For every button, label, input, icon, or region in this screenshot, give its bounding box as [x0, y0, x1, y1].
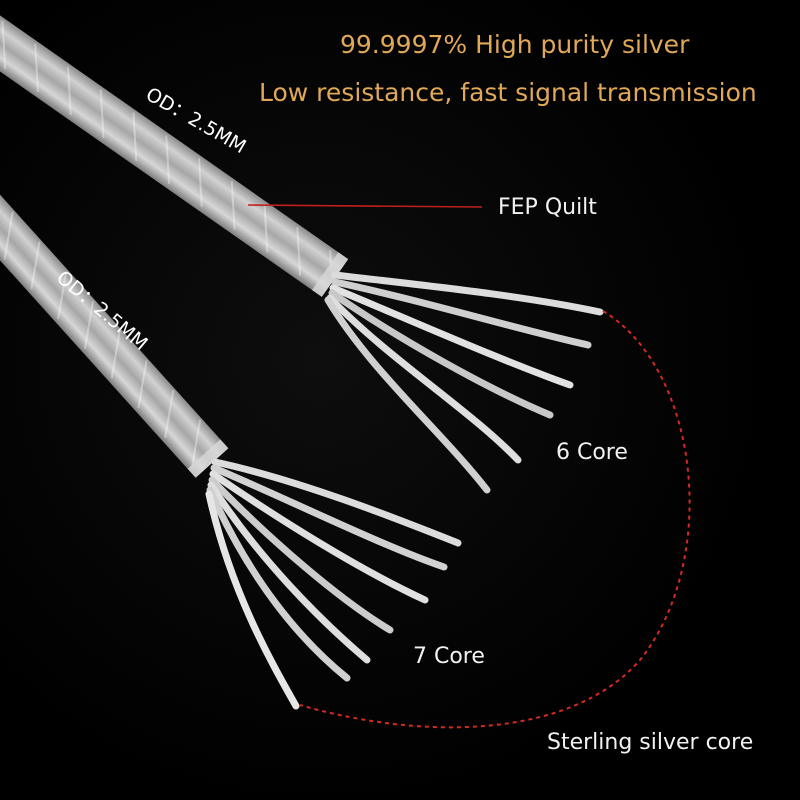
fep-label: FEP Quilt — [498, 195, 597, 220]
lower-cable — [0, 180, 462, 710]
sterling-label: Sterling silver core — [547, 730, 754, 755]
dashed-core-arc — [299, 310, 691, 729]
seven-core-label: 7 Core — [413, 644, 485, 669]
lower-cable-wires — [205, 458, 462, 710]
headline-line-1: 99.9997% High purity silver — [340, 30, 690, 59]
six-core-label: 6 Core — [556, 440, 628, 465]
upper-cable-wires — [324, 271, 604, 494]
upper-cable — [0, 0, 604, 494]
fep-leader-line — [247, 204, 483, 208]
headline-line-2: Low resistance, fast signal transmission — [259, 78, 757, 107]
